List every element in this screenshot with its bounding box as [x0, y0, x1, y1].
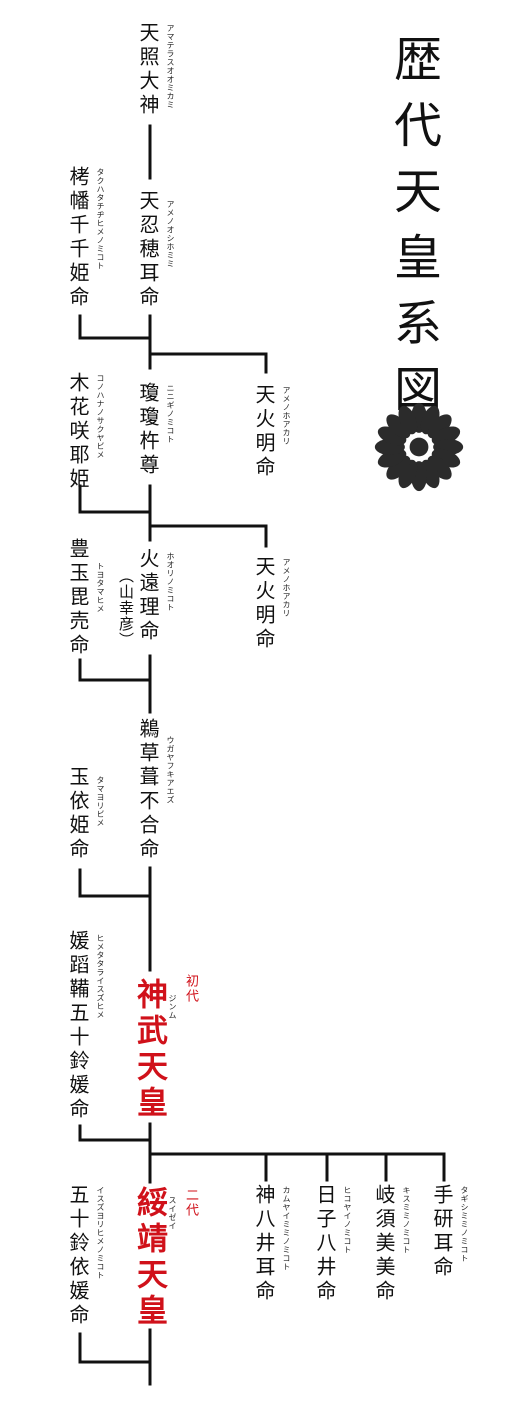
person-kisumimi-name: 岐須美美命 [372, 1184, 396, 1304]
person-konohana-name: 木花咲耶姫 [66, 372, 90, 492]
person-jimmu-name: 神武天皇 [131, 978, 167, 1122]
crest-petal [386, 414, 411, 439]
person-hoakari-1-name: 天火明命 [252, 384, 276, 480]
person-hoori-ruby: ホオリノミコト [166, 552, 175, 612]
person-tamayori-ruby: タマヨリビメ [96, 776, 105, 827]
person-oshihomimi-ruby: アメノオシホミミ [166, 200, 175, 268]
person-isuzuyori-name: 五十鈴依媛命 [66, 1184, 90, 1328]
crest-petal [386, 455, 411, 480]
page-title: 歴代天皇系図 [385, 34, 441, 430]
person-hoori-name: 火遠理命 [136, 548, 160, 644]
person-kamuyai-name: 神八井耳命 [252, 1184, 276, 1304]
jimmu-generation-label: 初代 [183, 974, 198, 1004]
person-tagishimimi-ruby: タギシミミノミコト [460, 1186, 469, 1263]
person-hoakari-2-name: 天火明命 [252, 556, 276, 652]
person-hikoyai-ruby: ヒコヤイノミコト [343, 1186, 352, 1254]
person-jimmu-ruby: ジンム [168, 994, 177, 1020]
crest-petal [427, 414, 452, 439]
crest-petal [398, 405, 418, 435]
person-suizei-ruby: スイゼイ [168, 1196, 177, 1230]
person-takuhata-name: 栲幡千千姫命 [66, 166, 90, 310]
person-toyotama-name: 豊玉毘売命 [66, 538, 90, 658]
person-ugaya-name: 鵜草葺不合命 [136, 718, 160, 862]
person-hoakari-2-ruby: アメノホアカリ [282, 558, 291, 618]
person-amaterasu-ruby: アマテラスオオミカミ [166, 24, 175, 109]
person-himetatara-name: 媛蹈鞴五十鈴媛命 [66, 930, 90, 1122]
person-suizei-name: 綏靖天皇 [131, 1186, 167, 1330]
person-kamuyai-ruby: カムヤイミミノミコト [282, 1186, 291, 1271]
person-konohana-ruby: コノハナノサクヤビメ [96, 374, 105, 459]
person-hoori-alias: （山幸彦） [117, 568, 135, 648]
person-isuzuyori-ruby: イスズヨリヒメノミコト [96, 1186, 105, 1280]
chrysanthemum-crest-icon [374, 402, 464, 492]
person-tagishimimi-name: 手研耳命 [430, 1184, 454, 1280]
person-hikoyai-name: 日子八井命 [313, 1184, 337, 1304]
person-ninigi-ruby: ニニギノミコト [166, 384, 175, 444]
person-oshihomimi-name: 天忍穂耳命 [136, 190, 160, 310]
person-toyotama-ruby: トヨタマヒメ [96, 562, 105, 613]
person-ugaya-ruby: ウガヤフキアエズ [166, 736, 175, 804]
person-ninigi-name: 瓊瓊杵尊 [136, 382, 160, 478]
person-kisumimi-ruby: キスミミノミコト [402, 1186, 411, 1254]
crest-petal [427, 455, 452, 480]
person-takuhata-ruby: タクハタチヂヒメノミコト [96, 168, 105, 270]
person-himetatara-ruby: ヒメタタライスズヒメ [96, 934, 105, 1019]
suizei-generation-label: 二代 [183, 1188, 198, 1218]
person-amaterasu-name: 天照大神 [136, 22, 160, 118]
person-tamayori-name: 玉依姫命 [66, 766, 90, 862]
person-hoakari-1-ruby: アメノホアカリ [282, 386, 291, 446]
